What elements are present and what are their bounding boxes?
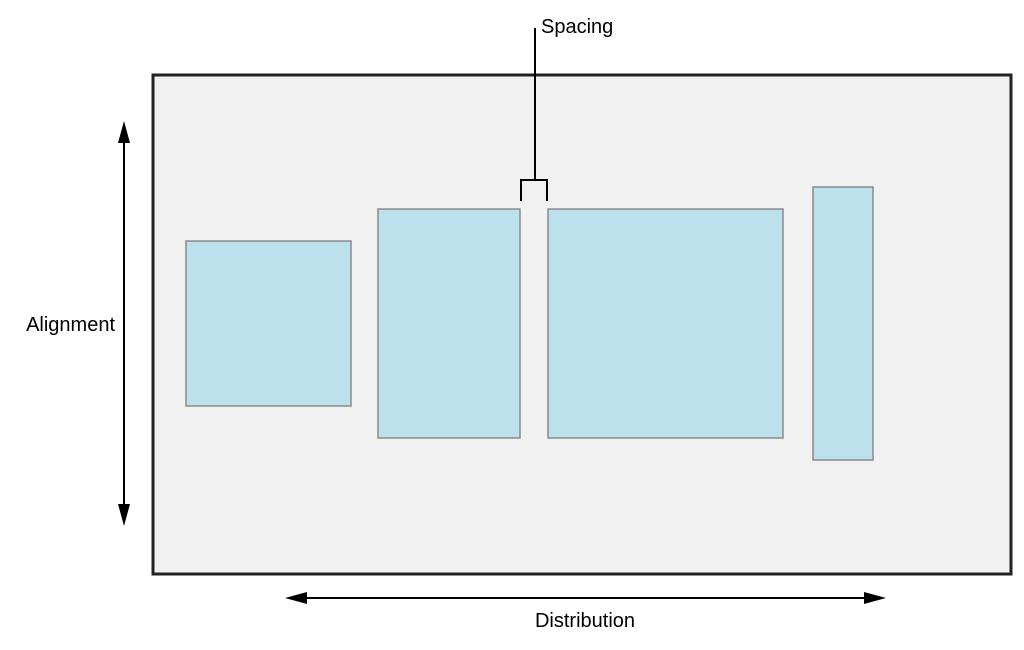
distribution-label: Distribution [535,610,635,632]
alignment-label: Alignment [26,314,115,336]
distribution-arrow [285,592,886,604]
arranged-view-4 [812,186,874,461]
spacing-indicator [520,28,548,201]
spacing-label: Spacing [541,16,613,38]
arranged-view-1 [185,240,352,407]
arranged-view-3 [547,208,784,439]
arranged-view-2 [377,208,521,439]
alignment-arrow [118,121,130,526]
